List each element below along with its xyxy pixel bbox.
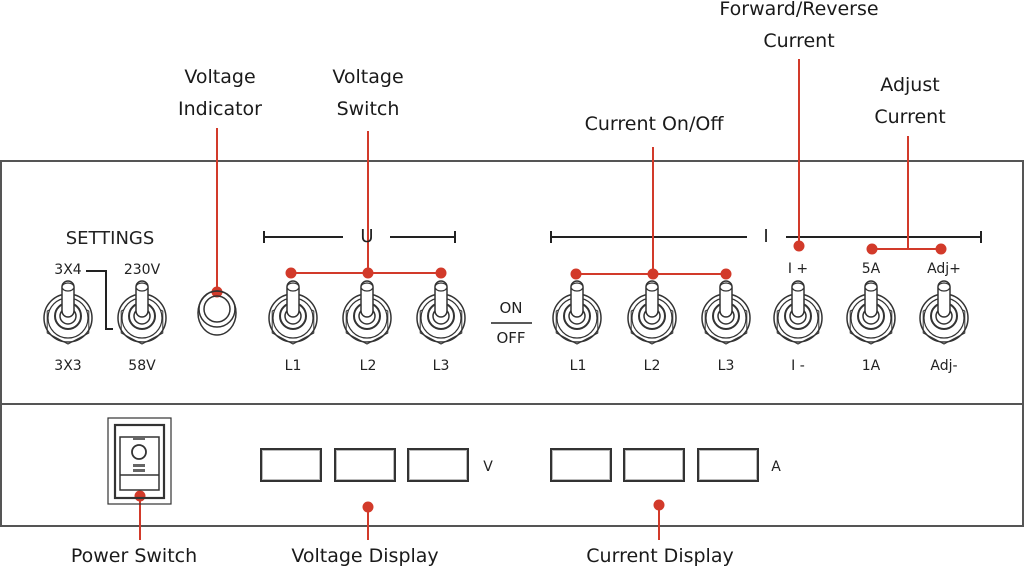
adjust-top-label: Adj+: [927, 261, 961, 277]
settings-toggle-1[interactable]: [43, 280, 93, 345]
callout-adjust-current: Adjust Current: [874, 74, 946, 128]
voltage-indicator-lamp: [197, 290, 237, 336]
settings-switch2-bottom-label: 58V: [128, 358, 156, 374]
settings-link-line: [86, 270, 113, 330]
settings-switch1-top-label: 3X4: [54, 262, 82, 278]
voltage-display-digit-3: [407, 448, 469, 482]
voltage-switch-label-l3: L3: [432, 358, 450, 374]
on-label: ON: [499, 299, 523, 317]
voltage-switch-label-l2: L2: [359, 358, 377, 374]
callout-voltage-indicator: Voltage Indicator: [178, 66, 262, 120]
callout-forward-reverse: Forward/Reverse Current: [719, 0, 879, 52]
control-panel-top: [0, 160, 1024, 405]
current-group-label: I: [763, 226, 769, 247]
direction-top-label: I +: [787, 261, 809, 277]
settings-title: SETTINGS: [65, 228, 155, 249]
adjust-toggle[interactable]: [919, 280, 969, 345]
voltage-switch-label-l1: L1: [284, 358, 302, 374]
voltage-display-digit-1: [260, 448, 322, 482]
current-display-digit-1: [550, 448, 612, 482]
range-toggle[interactable]: [846, 280, 896, 345]
voltage-group-label: U: [360, 226, 374, 247]
callout-current-display: Current Display: [586, 545, 734, 567]
settings-switch1-bottom-label: 3X3: [54, 358, 82, 374]
callout-voltage-display: Voltage Display: [291, 545, 439, 567]
current-toggle-l2[interactable]: [627, 280, 677, 345]
current-display-digit-2: [623, 448, 685, 482]
direction-bottom-label: I -: [791, 358, 805, 374]
current-unit-label: A: [771, 459, 781, 475]
current-switch-label-l1: L1: [569, 358, 587, 374]
off-label: OFF: [496, 329, 526, 347]
callout-voltage-switch: Voltage Switch: [332, 66, 404, 120]
callout-current-on-off: Current On/Off: [584, 113, 724, 135]
power-switch-rocker: [107, 417, 172, 505]
current-switch-label-l2: L2: [643, 358, 661, 374]
callout-power-switch: Power Switch: [70, 545, 198, 567]
voltage-toggle-l3[interactable]: [416, 280, 466, 345]
voltage-bracket: [263, 231, 456, 243]
voltage-toggle-l2[interactable]: [342, 280, 392, 345]
current-display-digit-3: [697, 448, 759, 482]
current-toggle-l1[interactable]: [552, 280, 602, 345]
voltage-unit-label: V: [483, 459, 493, 475]
current-bracket: [550, 231, 982, 243]
range-bottom-label: 1A: [861, 358, 881, 374]
adjust-bottom-label: Adj-: [930, 358, 958, 374]
settings-switch2-top-label: 230V: [123, 262, 161, 278]
direction-toggle[interactable]: [773, 280, 823, 345]
settings-toggle-2[interactable]: [117, 280, 167, 345]
current-switch-label-l3: L3: [717, 358, 735, 374]
voltage-toggle-l1[interactable]: [268, 280, 318, 345]
range-top-label: 5A: [861, 261, 881, 277]
voltage-display-digit-2: [334, 448, 396, 482]
current-toggle-l3[interactable]: [701, 280, 751, 345]
